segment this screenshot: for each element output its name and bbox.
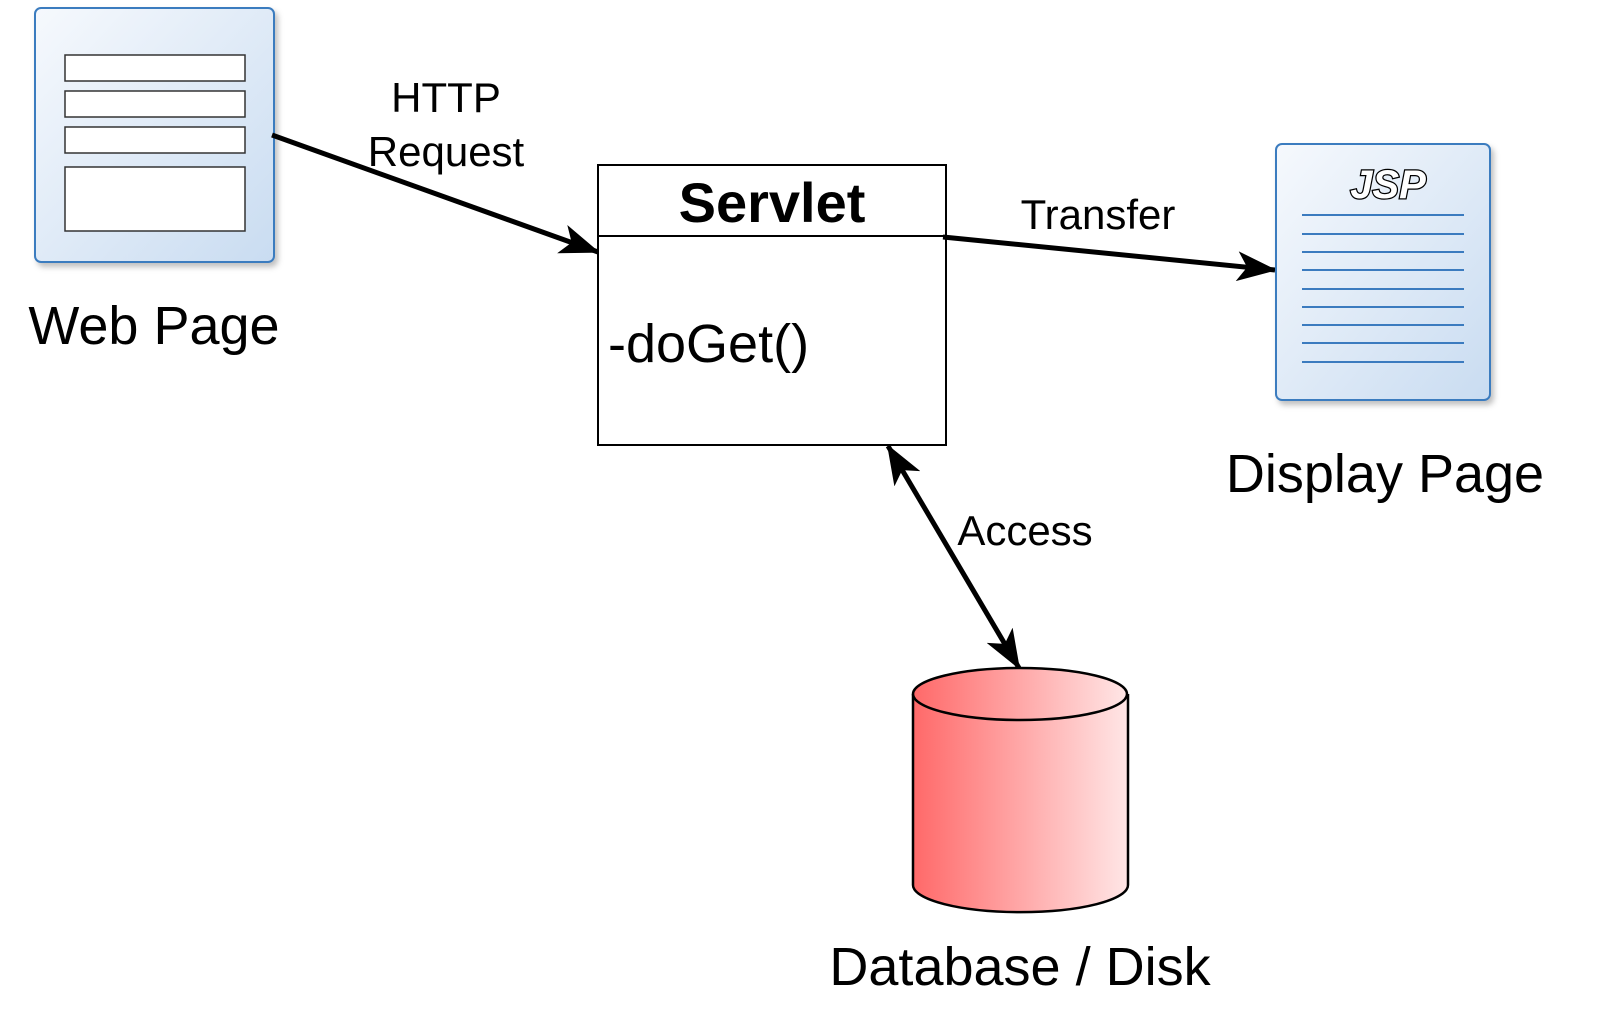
transfer-label: Transfer (1021, 191, 1176, 238)
jsp-page-icon: JSP (1275, 143, 1491, 401)
transfer-arrow (942, 234, 1277, 282)
form-field-2 (64, 90, 246, 118)
form-field-1 (64, 54, 246, 82)
database-cylinder-top (911, 666, 1129, 722)
servlet-title: Servlet (679, 171, 866, 234)
http-request-label-line1: HTTP (391, 74, 501, 121)
servlet-box (597, 164, 947, 446)
jsp-badge: JSP (1350, 163, 1426, 207)
database-cylinder-icon (911, 666, 1130, 914)
database-label: Database / Disk (829, 937, 1211, 997)
access-label: Access (957, 507, 1092, 554)
form-field-3 (64, 126, 246, 154)
web-page-icon (34, 7, 275, 263)
jsp-text-lines (1302, 214, 1464, 363)
http-request-arrow (271, 132, 600, 255)
access-arrow (885, 444, 1022, 670)
servlet-method: -doGet() (608, 314, 809, 374)
form-textarea (64, 166, 246, 232)
web-page-label: Web Page (28, 296, 279, 356)
http-request-label-line2: Request (368, 128, 525, 175)
display-page-label: Display Page (1226, 444, 1544, 504)
